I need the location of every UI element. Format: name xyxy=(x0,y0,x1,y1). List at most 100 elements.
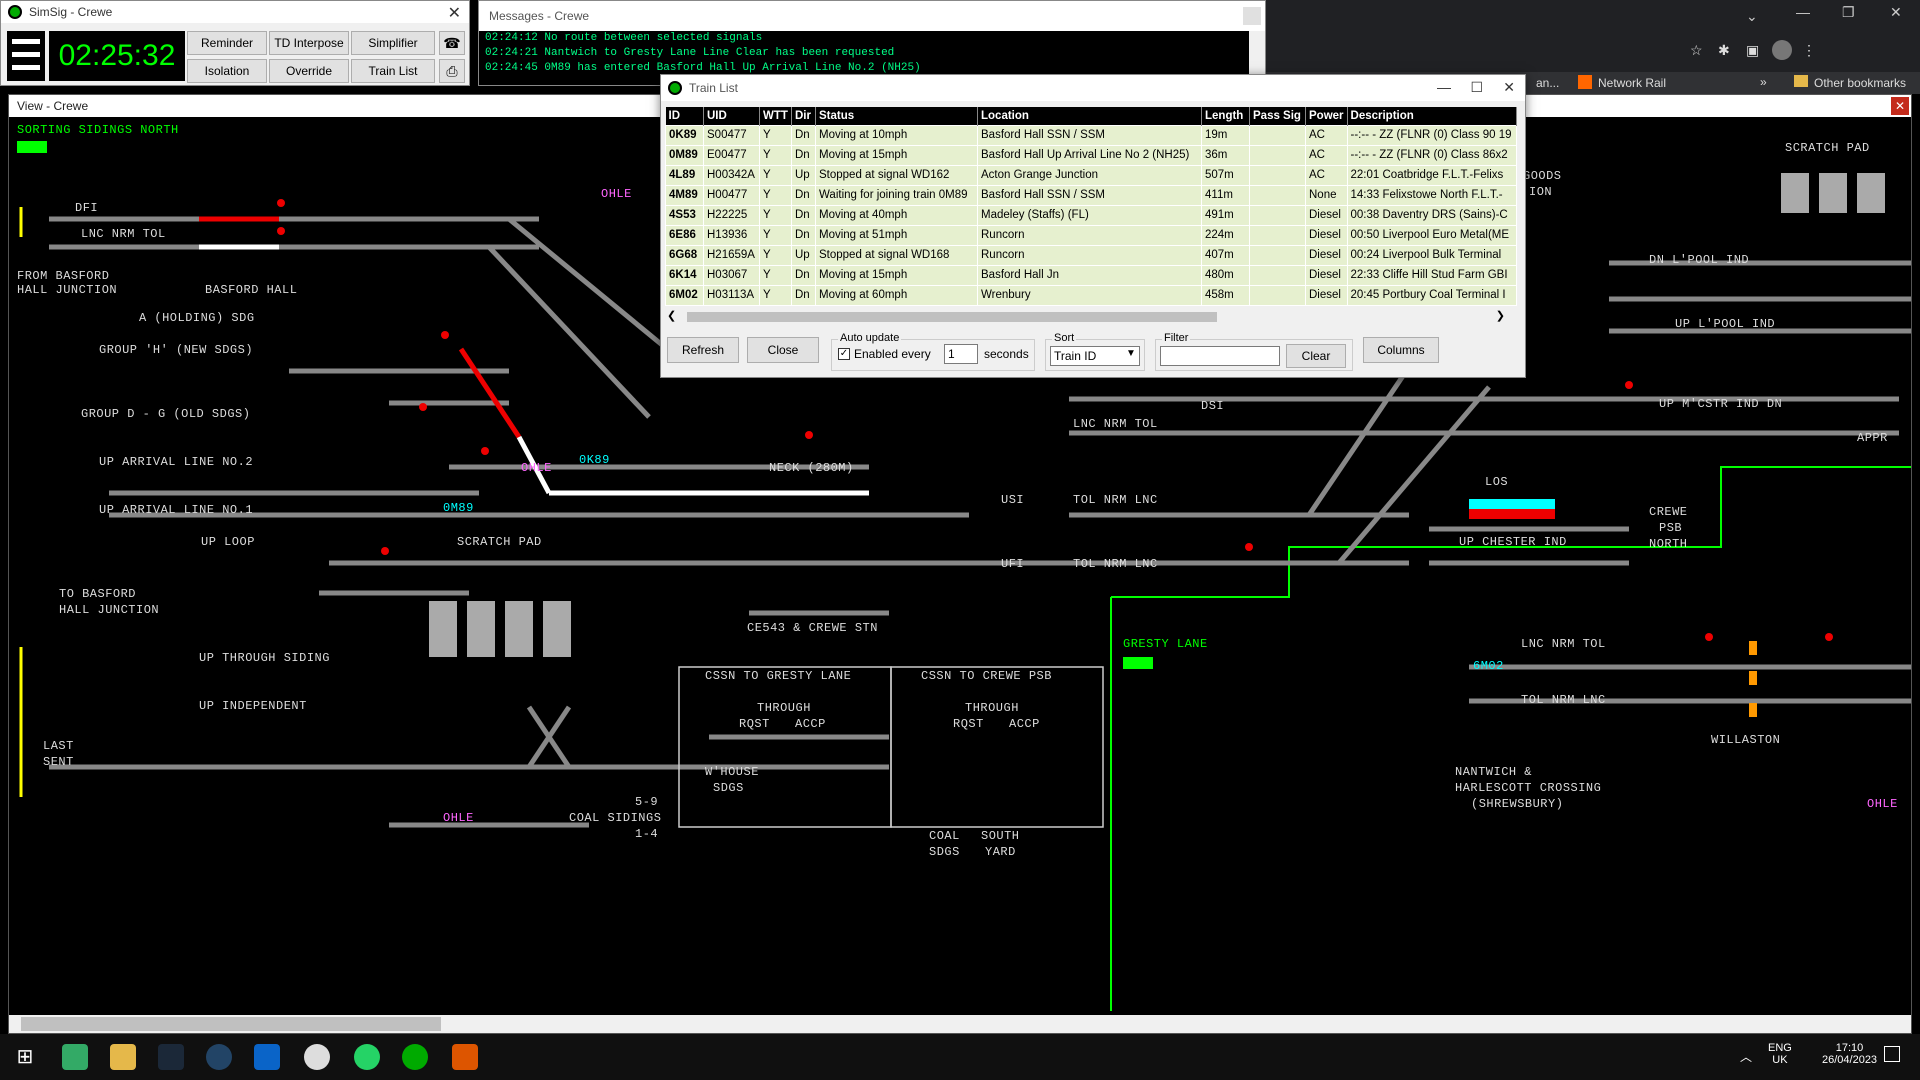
reminder-button[interactable]: Reminder xyxy=(187,31,267,55)
col-dir[interactable]: Dir xyxy=(791,107,816,125)
steam-icon[interactable] xyxy=(158,1044,184,1070)
cell: H03113A xyxy=(703,284,760,306)
other-bookmarks[interactable]: Other bookmarks xyxy=(1814,76,1907,90)
col-power[interactable]: Power xyxy=(1305,107,1348,125)
cell: 00:50 Liverpool Euro Metal(ME xyxy=(1346,224,1518,246)
chrome-icon[interactable] xyxy=(304,1044,330,1070)
bookmark-star-icon[interactable]: ☆ xyxy=(1690,42,1703,58)
calculator-icon[interactable] xyxy=(62,1044,88,1070)
col-pass-sig[interactable]: Pass Sig xyxy=(1249,107,1306,125)
clear-button[interactable]: Clear xyxy=(1286,344,1346,368)
cell: Dn xyxy=(791,144,816,166)
cell: Basford Hall Up Arrival Line No 2 (NH25) xyxy=(977,144,1202,166)
col-wtt[interactable]: WTT xyxy=(759,107,792,125)
minimize-icon[interactable]: ⌄ xyxy=(1746,8,1758,24)
sort-select[interactable]: Train ID xyxy=(1050,346,1140,366)
train-0m89[interactable]: 0M89 xyxy=(443,501,474,515)
cell: H00342A xyxy=(703,164,760,186)
chevron-down-icon[interactable]: ▼ xyxy=(1126,348,1136,359)
chevron-up-icon[interactable]: ︿ xyxy=(1740,1050,1753,1064)
close-button[interactable]: Close xyxy=(747,337,819,363)
chevron-right-icon[interactable]: ❯ xyxy=(1495,310,1505,322)
isolation-button[interactable]: Isolation xyxy=(187,59,267,83)
sidepanel-icon[interactable]: ▣ xyxy=(1746,42,1760,58)
cell: Basford Hall SSN / SSM xyxy=(977,124,1202,146)
windows-start-icon[interactable]: ⊞ xyxy=(16,1046,34,1068)
col-length[interactable]: Length xyxy=(1201,107,1250,125)
clock-tray[interactable]: 17:10 26/04/2023 xyxy=(1822,1042,1877,1066)
bookmark-network-rail[interactable]: Network Rail xyxy=(1598,76,1667,90)
more-vert-icon[interactable]: ⋮ xyxy=(1802,42,1816,58)
maximize-icon[interactable]: ☐ xyxy=(1470,79,1483,95)
interval-input[interactable]: 1 xyxy=(944,344,978,364)
view-title-text: View - Crewe xyxy=(17,99,89,113)
profile-avatar[interactable] xyxy=(1772,40,1792,60)
messages-scrollbar[interactable] xyxy=(1249,31,1265,87)
close-icon[interactable]: ✕ xyxy=(1891,97,1909,115)
simplifier-button[interactable]: Simplifier xyxy=(351,31,435,55)
enabled-checkbox[interactable]: ✓ xyxy=(838,348,850,360)
rqst-label-2: RQST xyxy=(953,717,984,731)
restore-icon[interactable]: ❐ xyxy=(1842,4,1855,20)
printer-icon[interactable]: ⎙ xyxy=(439,59,465,83)
chevron-left-icon[interactable]: ❮ xyxy=(667,310,677,322)
menu-button[interactable] xyxy=(7,31,45,81)
refresh-button[interactable]: Refresh xyxy=(667,337,739,363)
override-button[interactable]: Override xyxy=(269,59,349,83)
last-label: LAST xyxy=(43,739,74,753)
minimize-icon[interactable]: — xyxy=(1796,4,1810,20)
col-status[interactable]: Status xyxy=(815,107,978,125)
scrollbar-thumb[interactable] xyxy=(687,312,1217,322)
cssn-crewe-label: CSSN TO CREWE PSB xyxy=(921,669,1052,683)
whouse-label: W'HOUSE xyxy=(705,765,759,779)
whatsapp-icon[interactable] xyxy=(354,1044,380,1070)
close-icon[interactable]: ✕ xyxy=(1890,4,1902,20)
simsig-taskbar-icon[interactable] xyxy=(402,1044,428,1070)
columns-button[interactable]: Columns xyxy=(1363,337,1439,363)
usi-label: USI xyxy=(1001,493,1025,507)
close-icon[interactable]: ✕ xyxy=(447,5,461,22)
col-id[interactable]: ID xyxy=(665,107,704,125)
extensions-icon[interactable]: ✱ xyxy=(1718,42,1730,58)
train-0k89[interactable]: 0K89 xyxy=(579,453,610,467)
minimize-icon[interactable]: — xyxy=(1437,79,1451,95)
language-indicator[interactable]: ENG UK xyxy=(1768,1042,1792,1066)
col-description[interactable]: Description xyxy=(1347,107,1518,125)
cell: Dn xyxy=(791,184,816,206)
bookmark-item[interactable]: an... xyxy=(1536,76,1560,90)
col-uid[interactable]: UID xyxy=(703,107,760,125)
notifications-icon[interactable] xyxy=(1884,1046,1900,1062)
bookmarks-more[interactable]: » xyxy=(1760,75,1767,89)
view-horizontal-scrollbar[interactable] xyxy=(9,1015,1911,1033)
train-6m02[interactable]: 6M02 xyxy=(1473,659,1504,673)
app-icon[interactable] xyxy=(452,1044,478,1070)
file-explorer-icon[interactable] xyxy=(110,1044,136,1070)
ufi-label: UFI xyxy=(1001,557,1025,571)
tray-date: 26/04/2023 xyxy=(1822,1054,1878,1066)
train-list-button[interactable]: Train List xyxy=(351,59,435,83)
td-interpose-button[interactable]: TD Interpose xyxy=(269,31,349,55)
track-lines xyxy=(49,216,1911,828)
willaston-label: WILLASTON xyxy=(1711,733,1781,747)
train-list-horizontal-scrollbar[interactable]: ❮ ❯ xyxy=(665,309,1517,325)
phone-icon[interactable]: ☎ xyxy=(439,31,465,55)
train-list-dialog: Train List — ☐ ✕ ID UID WTT Dir Status L… xyxy=(660,74,1526,378)
outlook-icon[interactable] xyxy=(254,1044,280,1070)
browser-icon[interactable] xyxy=(206,1044,232,1070)
col-location[interactable]: Location xyxy=(977,107,1202,125)
scrollbar-thumb[interactable] xyxy=(21,1017,441,1031)
track-diagram[interactable]: SORTING SIDINGS NORTH FROM BASFORD HALL … xyxy=(9,117,1911,1011)
filter-input[interactable] xyxy=(1160,346,1280,366)
cell: 6M02 xyxy=(665,284,704,306)
close-icon[interactable]: ✕ xyxy=(1503,79,1515,95)
minimize-icon[interactable] xyxy=(1243,7,1261,25)
